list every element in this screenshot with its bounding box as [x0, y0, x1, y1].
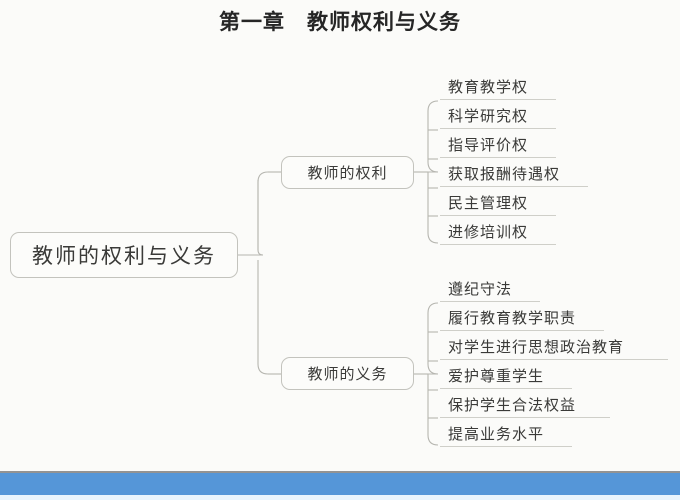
leaf-item[interactable]: 提高业务水平 [440, 421, 572, 447]
leaf-item[interactable]: 遵纪守法 [440, 276, 540, 302]
leaf-item[interactable]: 履行教育教学职责 [440, 305, 604, 331]
leaf-item[interactable]: 教育教学权 [440, 74, 556, 100]
branch-node-teacher-rights[interactable]: 教师的权利 [281, 156, 414, 189]
connector-branch-1-elbow [257, 260, 269, 375]
bottom-accent-bar [0, 473, 680, 495]
page-title: 第一章 教师权利与义务 [219, 11, 461, 34]
connector-branch-1-spine [427, 302, 439, 446]
leaf-item[interactable]: 获取报酬待遇权 [440, 161, 588, 187]
connector-branch-0-spine [427, 100, 439, 244]
branch-node-teacher-duties[interactable]: 教师的义务 [281, 357, 414, 390]
connector-root-spine-top [257, 180, 264, 256]
bottom-light-strip [0, 495, 680, 500]
leaf-item[interactable]: 爱护尊重学生 [440, 363, 572, 389]
leaf-item[interactable]: 保护学生合法权益 [440, 392, 610, 418]
root-node[interactable]: 教师的权利与义务 [10, 232, 238, 278]
connector-branch-0-elbow [257, 171, 269, 250]
leaf-item[interactable]: 指导评价权 [440, 132, 556, 158]
leaf-item[interactable]: 进修培训权 [440, 219, 556, 245]
bottom-divider [0, 471, 680, 473]
leaf-item[interactable]: 民主管理权 [440, 190, 556, 216]
leaf-item[interactable]: 对学生进行思想政治教育 [440, 334, 668, 360]
leaf-item[interactable]: 科学研究权 [440, 103, 556, 129]
